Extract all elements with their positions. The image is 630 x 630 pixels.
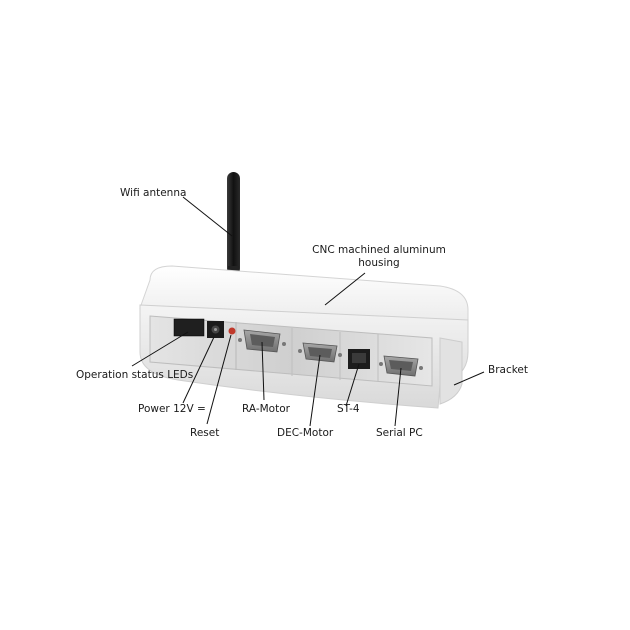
label-power: Power 12V = — [138, 403, 206, 415]
leader-serial-pc — [394, 367, 402, 427]
leader-dec-motor — [309, 354, 321, 427]
leader-st4 — [345, 363, 360, 407]
leader-ra-motor — [261, 341, 265, 401]
label-status-leds: Operation status LEDs — [76, 369, 194, 381]
leader-housing — [324, 272, 366, 306]
label-housing-line2: housing — [358, 257, 400, 269]
label-housing-line1: CNC machined aluminum — [312, 244, 446, 256]
leader-status-leds — [131, 331, 189, 367]
leader-wifi-antenna — [182, 196, 233, 237]
power-jack — [207, 321, 224, 338]
reset-led — [228, 327, 236, 335]
label-bracket: Bracket — [488, 364, 529, 376]
label-ra-motor: RA-Motor — [242, 403, 290, 415]
leader-bracket — [453, 371, 485, 386]
label-housing: CNC machined aluminum housing — [312, 244, 446, 270]
leader-power — [182, 336, 215, 404]
ra-motor-connector — [238, 329, 286, 353]
st4-connector — [348, 349, 370, 369]
serial-pc-connector — [379, 355, 423, 377]
label-st4: ST-4 — [337, 403, 360, 415]
dec-motor-connector — [298, 342, 342, 363]
leader-reset — [206, 334, 232, 425]
label-wifi-antenna: Wifi antenna — [120, 187, 187, 199]
antenna — [227, 172, 240, 276]
leader-lines — [131, 196, 485, 427]
label-serial-pc: Serial PC — [376, 427, 423, 439]
label-reset: Reset — [190, 427, 220, 439]
status-led-window — [173, 318, 205, 337]
label-dec-motor: DEC-Motor — [277, 427, 334, 439]
